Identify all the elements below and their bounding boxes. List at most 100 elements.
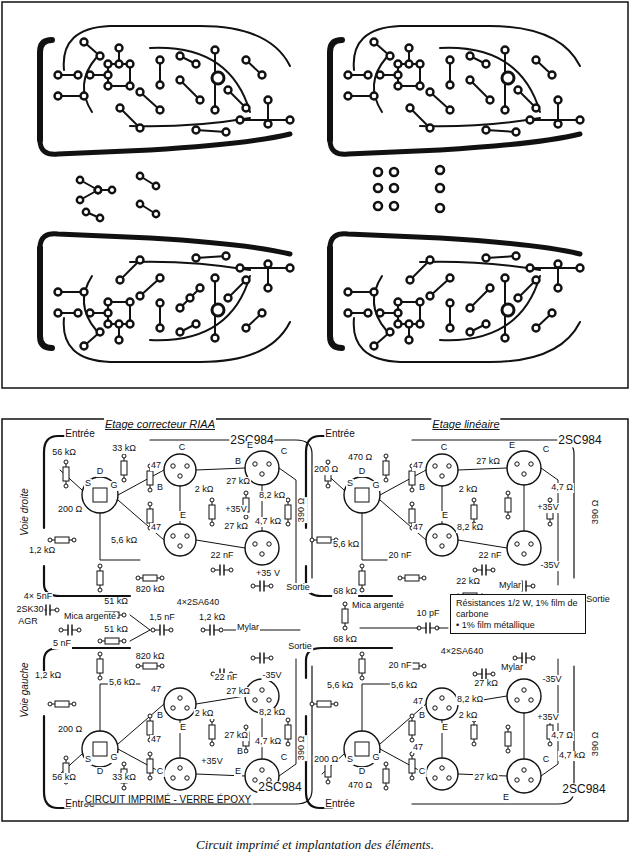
trace <box>61 630 79 631</box>
component-label: 47 <box>412 743 424 753</box>
pad <box>371 289 378 296</box>
component-label: 4,7 kΩ <box>558 751 586 761</box>
trace <box>330 234 580 254</box>
component-label: 200 Ω <box>57 505 83 515</box>
component-label: C <box>440 443 449 453</box>
pad <box>211 568 215 572</box>
trace <box>524 485 525 531</box>
resistor-symbol <box>97 571 103 585</box>
transistor-outline <box>164 454 196 486</box>
pad <box>193 255 200 262</box>
trace <box>203 630 221 631</box>
pad <box>148 502 152 506</box>
component-label: Etage linéaire <box>431 418 500 430</box>
note-text: Résistances 1/2 W, 1% film de carbone <box>456 598 580 620</box>
pad <box>502 72 514 84</box>
component-label: C <box>542 445 551 455</box>
pad <box>527 117 534 124</box>
trace <box>458 468 507 470</box>
pad <box>98 676 102 680</box>
pad <box>260 552 264 556</box>
trace <box>475 674 493 675</box>
figure-caption: Circuit imprimé et implantation des élém… <box>0 837 630 853</box>
component-label: Entrée <box>324 798 355 809</box>
pad <box>251 656 255 660</box>
pad <box>436 184 444 192</box>
trace <box>374 58 386 112</box>
pad <box>310 538 314 542</box>
transistor-outline <box>507 451 541 485</box>
component-label: 8,2 kΩ <box>456 695 484 705</box>
component-label: 22 nF <box>213 673 238 683</box>
pad <box>549 310 556 317</box>
trace <box>362 684 402 731</box>
pad <box>522 552 526 556</box>
pad <box>410 502 414 506</box>
component-label: 33 kΩ <box>111 773 137 783</box>
transistor-outline <box>245 531 279 565</box>
component-label: D <box>96 467 105 477</box>
pad <box>515 87 522 94</box>
component-label: Sortie <box>585 595 611 605</box>
pad <box>345 310 352 317</box>
resistor-symbol <box>209 505 215 519</box>
component-label: 33 kΩ <box>111 444 137 454</box>
pad <box>122 478 126 482</box>
pad <box>137 293 144 300</box>
component-label: 22 nF <box>209 551 234 561</box>
pad <box>127 61 134 68</box>
trace <box>374 276 386 330</box>
resistor-symbol <box>409 471 415 485</box>
pad <box>467 53 474 60</box>
pad <box>384 762 388 766</box>
component-label: C <box>280 447 289 457</box>
pad <box>265 121 272 128</box>
pad <box>243 105 250 112</box>
pad <box>433 776 437 780</box>
pad <box>326 780 330 784</box>
component-label: 4×2SA640 <box>176 598 220 608</box>
trace <box>213 570 231 571</box>
pad <box>287 117 294 124</box>
pad <box>472 742 476 746</box>
pad <box>116 45 123 52</box>
pad <box>117 105 124 112</box>
pad <box>549 72 556 79</box>
component-label: 2SC984 <box>561 783 606 796</box>
trace <box>440 48 540 112</box>
resistor-symbol <box>55 701 69 707</box>
panel-frame <box>2 419 628 821</box>
pad <box>105 310 112 317</box>
pad <box>522 472 526 476</box>
pad <box>127 321 134 328</box>
component-label: AGR <box>17 617 39 627</box>
trace <box>153 630 171 631</box>
fet-body <box>93 742 107 756</box>
pad <box>157 300 164 307</box>
pad <box>267 698 271 702</box>
pad <box>395 321 402 328</box>
component-label: 27 kΩ <box>223 731 249 741</box>
pad <box>219 628 223 632</box>
transistor-outline <box>507 759 541 793</box>
component-label: +35V <box>536 713 559 723</box>
pad <box>81 39 88 46</box>
pad <box>178 544 182 548</box>
pad <box>522 688 526 692</box>
pad <box>117 277 124 284</box>
component-label: E <box>441 723 449 733</box>
pad <box>440 474 444 478</box>
trace <box>150 48 250 112</box>
component-label: S <box>84 479 92 489</box>
component-label: Voie droite <box>19 487 30 536</box>
component-label: E <box>179 511 187 521</box>
pad <box>417 299 424 306</box>
pad <box>447 534 451 538</box>
component-label: 27 kΩ <box>223 522 249 532</box>
pad <box>529 542 533 546</box>
pad <box>374 168 382 176</box>
resistor-symbol <box>471 725 477 739</box>
pad <box>427 125 434 132</box>
pad <box>427 89 434 96</box>
pad <box>345 289 352 296</box>
